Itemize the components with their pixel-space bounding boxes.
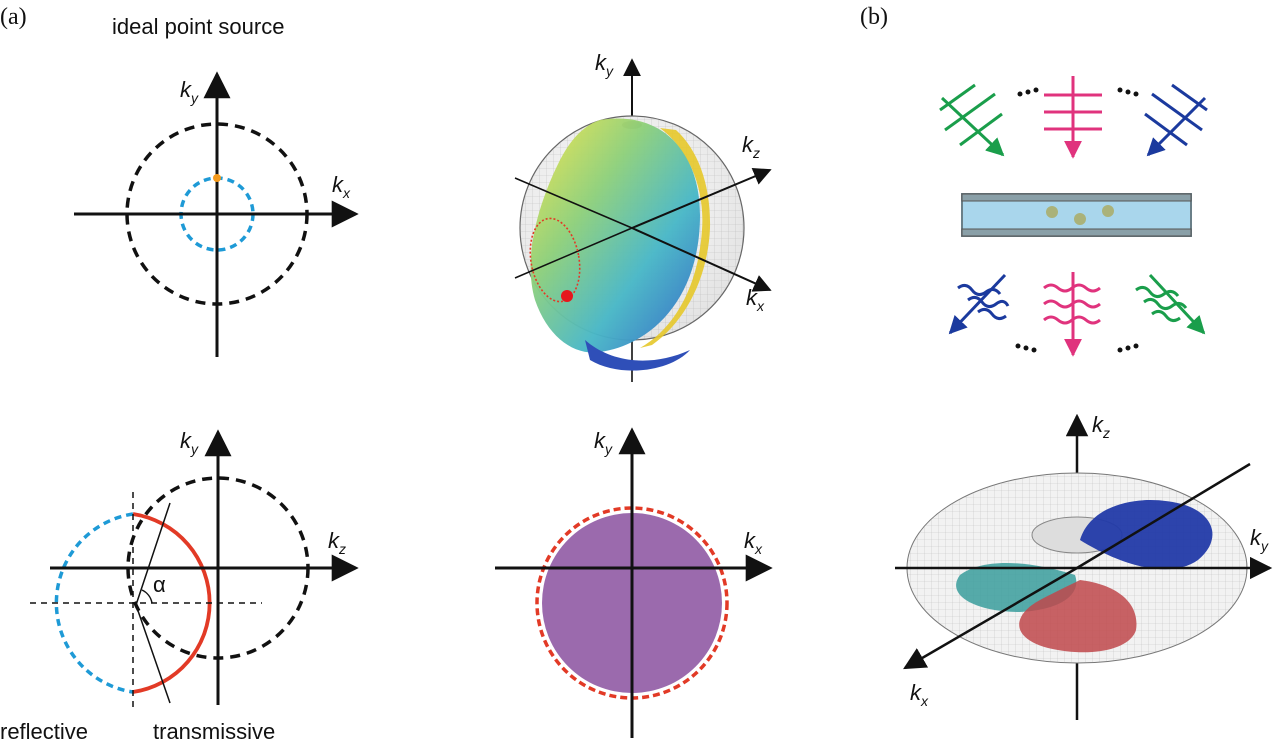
green-scattered-wave bbox=[1135, 273, 1206, 335]
green-plane-wave bbox=[939, 83, 1005, 157]
red-surface bbox=[1019, 580, 1137, 653]
kz-axis-3d bbox=[631, 167, 772, 229]
kx-axis-torus bbox=[903, 566, 1078, 670]
ellipsis-dot bbox=[1023, 345, 1029, 351]
ellipsis-dot bbox=[1117, 347, 1123, 353]
navy-plane-wave bbox=[1144, 83, 1208, 157]
kx-label-3d: kx bbox=[746, 285, 765, 314]
particle bbox=[1074, 213, 1086, 225]
scattered-waves bbox=[948, 272, 1206, 357]
cap-edge bbox=[640, 128, 711, 348]
panel-a-title: ideal point source bbox=[112, 14, 284, 39]
reflective-label: reflective bbox=[0, 719, 88, 744]
ellipsis-dot bbox=[1133, 343, 1139, 349]
torus-diagram: kz ky kx bbox=[895, 412, 1273, 720]
ky-label-torus: ky bbox=[1250, 525, 1269, 554]
diagram-top-right-sphere: ky kz kx bbox=[514, 50, 772, 382]
kx-label-torus: kx bbox=[910, 680, 929, 709]
kz-axis-3d-back bbox=[514, 177, 633, 229]
cap-underside bbox=[585, 340, 690, 371]
slab-top-plate bbox=[961, 193, 1192, 202]
kz-label-3d: kz bbox=[742, 132, 760, 161]
ellipsis-dot bbox=[1117, 87, 1123, 93]
orange-point bbox=[213, 174, 221, 182]
tilted-line-lower bbox=[135, 604, 171, 704]
diagram-bottom-right: ky kx bbox=[495, 427, 773, 738]
diagram-top-left: ky kx bbox=[74, 71, 359, 357]
red-point bbox=[561, 290, 573, 302]
kx-label: kx bbox=[332, 172, 351, 201]
ellipsis-dot bbox=[1033, 87, 1039, 93]
particle bbox=[1046, 206, 1058, 218]
ky-label-3d: ky bbox=[595, 50, 614, 79]
panel-b-label: (b) bbox=[860, 4, 888, 30]
ellipsis-dot bbox=[1017, 91, 1023, 97]
kz-label-torus: kz bbox=[1092, 412, 1110, 441]
ellipsis-dot bbox=[1025, 89, 1031, 95]
diagram-bottom-left: α ky kz reflective transmissive bbox=[0, 428, 359, 744]
ky-label: ky bbox=[594, 428, 613, 457]
kx-axis-3d bbox=[631, 227, 772, 292]
angle-arc bbox=[141, 589, 153, 604]
navy-scattered-wave bbox=[948, 273, 1010, 335]
slab-bottom-plate bbox=[961, 228, 1192, 237]
kz-label: kz bbox=[328, 528, 346, 557]
diagonal-axis bbox=[1076, 462, 1251, 570]
ky-label: ky bbox=[180, 428, 199, 457]
ellipsis-dot bbox=[1015, 343, 1021, 349]
ellipsis-dot bbox=[1125, 89, 1131, 95]
ellipsis-dot bbox=[1031, 347, 1037, 353]
ellipsis-dot bbox=[1125, 345, 1131, 351]
ky-label: ky bbox=[180, 77, 199, 106]
alpha-label: α bbox=[153, 572, 166, 597]
magenta-scattered-wave bbox=[1043, 272, 1101, 357]
kx-axis-3d-back bbox=[514, 227, 633, 279]
reflective-arc bbox=[54, 512, 134, 694]
particle bbox=[1102, 205, 1114, 217]
kx-label: kx bbox=[744, 528, 763, 557]
incident-waves bbox=[939, 76, 1208, 159]
magenta-plane-wave bbox=[1044, 76, 1102, 159]
ellipsis-dot bbox=[1133, 91, 1139, 97]
sample-slab bbox=[961, 193, 1192, 237]
tilted-line-upper bbox=[135, 502, 171, 606]
red-dotted-ring bbox=[529, 217, 581, 303]
transmissive-label: transmissive bbox=[153, 719, 275, 744]
panel-a-label: (a) bbox=[0, 4, 27, 30]
navy-surface bbox=[1080, 500, 1213, 570]
